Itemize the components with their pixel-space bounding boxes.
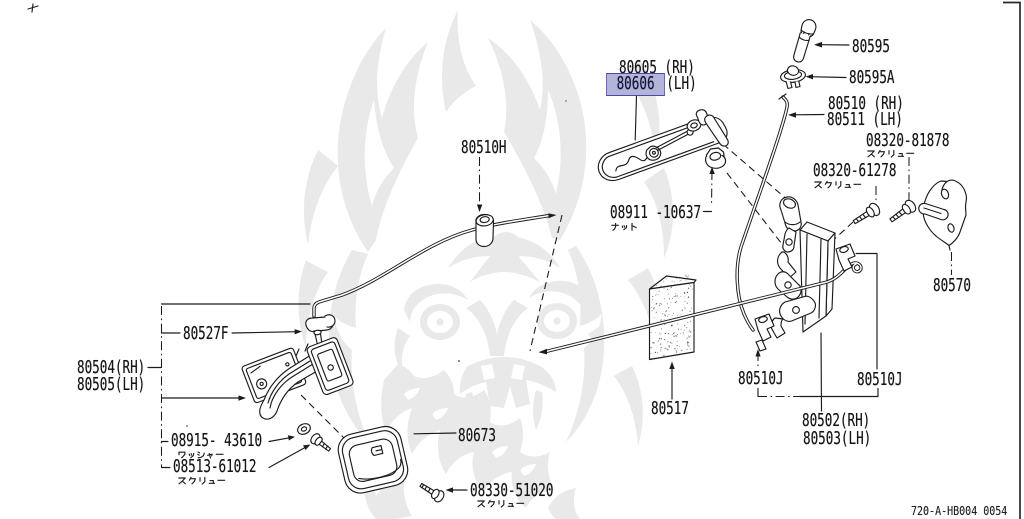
projection-line-rod <box>529 214 563 352</box>
part-grommet-80595A <box>779 65 807 90</box>
callout-lines <box>147 41 953 493</box>
part-nut-08911 <box>705 147 727 169</box>
part-label-80504[interactable]: 80504(RH) <box>77 357 146 378</box>
part-label-08330-51020[interactable]: 08330-51020 <box>470 480 554 501</box>
part-label-80510H[interactable]: 80510H <box>461 137 507 158</box>
scan-specks <box>186 100 567 427</box>
part-label-08513-61012[interactable]: 08513-61012 <box>173 456 257 477</box>
part-note-08915-43610 <box>178 451 224 459</box>
part-escutcheon-80673 <box>337 425 409 494</box>
projection-line-handle-bezel <box>300 394 357 451</box>
part-label-80595[interactable]: 80595 <box>852 36 890 57</box>
part-label-80510J-2[interactable]: 80510J <box>857 369 903 390</box>
part-note-08320-61278 <box>814 180 862 189</box>
part-label-80511[interactable]: 80511 (LH) <box>827 109 903 130</box>
part-label-80510[interactable]: 80510 (RH) <box>828 93 904 114</box>
part-clip-80510J-right <box>835 243 856 272</box>
part-note-08513-61012 <box>178 476 226 485</box>
part-screw-08320-81878 <box>889 199 917 223</box>
part-pad-80517 <box>648 274 697 361</box>
part-label-80606[interactable]: 80606 (LH) <box>606 73 697 96</box>
part-label-80510J-1[interactable]: 80510J <box>738 368 784 389</box>
part-note-08911-10637 <box>611 222 637 231</box>
part-label-08911-10637[interactable]: 08911 -10637 <box>610 202 702 223</box>
part-rod-inside-handle <box>312 213 557 318</box>
projection-line-handle-lock-1 <box>722 143 791 203</box>
part-label-80570[interactable]: 80570 <box>933 275 971 296</box>
sheet-code: 720-A-HB004 0054 <box>911 503 1008 518</box>
part-label-08320-81878[interactable]: 08320-81878 <box>866 130 950 151</box>
part-label-08915-43610[interactable]: 08915- 43610 <box>171 430 263 451</box>
part-note-08320-81878 <box>867 149 915 158</box>
part-clip-80510H <box>475 213 495 248</box>
part-label-08320-61278[interactable]: 08320-61278 <box>813 160 897 181</box>
part-inside-handle <box>241 337 354 420</box>
part-knob-80595 <box>793 19 817 63</box>
part-clip-80510J-left <box>754 313 775 352</box>
part-washer-08915 <box>297 423 311 435</box>
part-screw-08320-61278 <box>852 202 881 225</box>
part-label-80503[interactable]: 80503(LH) <box>803 428 872 449</box>
part-label-80517[interactable]: 80517 <box>651 398 689 419</box>
part-label-80605[interactable]: 80605 (RH) <box>619 57 695 78</box>
projection-line-handle-lock-2 <box>726 172 786 249</box>
part-label-80505[interactable]: 80505(LH) <box>77 374 146 395</box>
selected-part-highlight[interactable]: 80606 <box>606 73 666 96</box>
part-label-80527F[interactable]: 80527F <box>183 323 229 344</box>
sheet-border <box>27 1 1021 519</box>
part-label-80673[interactable]: 80673 <box>458 425 496 446</box>
part-screw-08513 <box>310 433 332 452</box>
part-label-80502[interactable]: 80502(RH) <box>802 410 871 431</box>
part-outside-handle <box>597 109 729 182</box>
part-rod-lock-knob <box>735 93 789 332</box>
part-label-80595A[interactable]: 80595A <box>849 67 895 88</box>
part-striker-80570 <box>918 179 968 251</box>
part-note-08330-51020 <box>477 499 525 508</box>
part-lock-assembly <box>770 196 836 339</box>
part-screw-08330 <box>419 482 445 503</box>
